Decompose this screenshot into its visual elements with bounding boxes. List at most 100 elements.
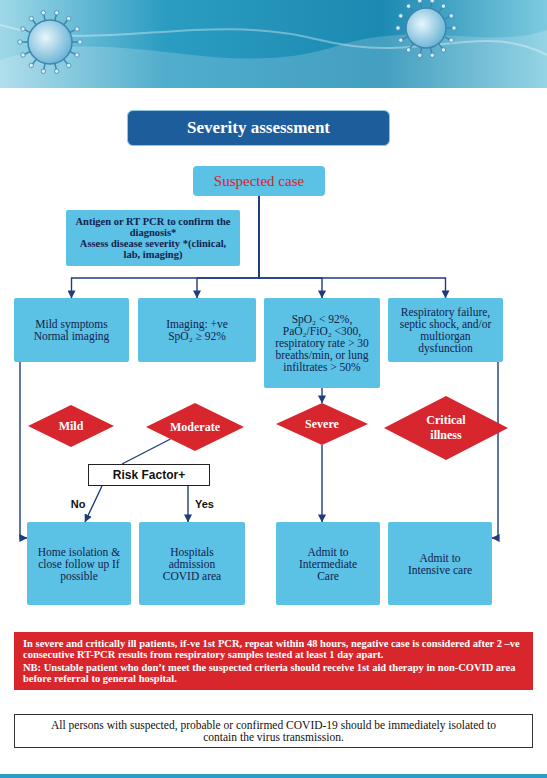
connector-arrow bbox=[492, 362, 498, 538]
virus-spike bbox=[399, 14, 403, 18]
virus-spike bbox=[18, 40, 22, 44]
virus-spike bbox=[75, 53, 79, 57]
text-group: Severity assessment bbox=[187, 118, 330, 138]
text-group: SpO₂ < 92%, PaO₂/FiO₂ <300, respiratory … bbox=[269, 313, 375, 373]
virus-icon bbox=[18, 11, 82, 74]
virus-spike bbox=[41, 69, 45, 73]
edge-label: No bbox=[70, 498, 87, 511]
box-text: NB: Unstable patient who don’t meet the … bbox=[23, 662, 524, 684]
virus-spike bbox=[406, 4, 410, 8]
virus-spike bbox=[430, 53, 434, 57]
header-banner bbox=[0, 0, 547, 88]
box-text: Antigen or RT PCR to confirm the diagnos… bbox=[72, 216, 234, 238]
text-group: Suspected case bbox=[214, 173, 304, 190]
text-group: Severe bbox=[305, 417, 339, 432]
outcome-box: Home isolation & close follow up If poss… bbox=[27, 522, 131, 605]
connector-arrow bbox=[122, 439, 171, 464]
text-group: Risk Factor+ bbox=[113, 468, 185, 482]
text-group: Admit to Intermediate Care bbox=[292, 546, 364, 582]
decision-diamond: Moderate bbox=[146, 403, 244, 451]
connector-arrow bbox=[85, 486, 102, 522]
process-box: Mild symptoms Normal imaging bbox=[14, 298, 129, 362]
virus-spike bbox=[67, 63, 71, 67]
virus-spike bbox=[418, 0, 422, 3]
decision-diamond: Severe bbox=[276, 403, 368, 445]
box-text: Severity assessment bbox=[187, 118, 330, 138]
virus-spike bbox=[54, 69, 58, 73]
text-group: Imaging: +ve SpO₂ ≥ 92% bbox=[157, 318, 237, 342]
box-text: Hospitals admission COVID area bbox=[150, 546, 235, 582]
outcome-box: Hospitals admission COVID area bbox=[139, 522, 245, 605]
virus-spike bbox=[452, 26, 456, 30]
virus-spike bbox=[54, 11, 58, 15]
note-box: Antigen or RT PCR to confirm the diagnos… bbox=[66, 210, 240, 266]
decision-diamond: Critical illness bbox=[384, 396, 508, 460]
box-text: Risk Factor+ bbox=[113, 468, 185, 482]
box-text: Respiratory failure, septic shock, and/o… bbox=[393, 306, 498, 354]
text-group: Admit to Intensive care bbox=[400, 552, 480, 576]
text-group: Home isolation & close follow up If poss… bbox=[32, 546, 126, 582]
text-group: Mild symptoms Normal imaging bbox=[27, 318, 117, 342]
banner-wave bbox=[0, 25, 547, 55]
box-text: In severe and critically ill patients, i… bbox=[23, 638, 524, 660]
virus-spike bbox=[396, 26, 400, 30]
virus-spike bbox=[29, 63, 33, 67]
box-text: Imaging: +ve SpO₂ ≥ 92% bbox=[157, 318, 237, 342]
text-group: Antigen or RT PCR to confirm the diagnos… bbox=[72, 216, 234, 260]
virus-spike bbox=[75, 27, 79, 31]
text-group: Hospitals admission COVID area bbox=[150, 546, 235, 582]
decision-label: Mild bbox=[59, 419, 84, 434]
virus-spike bbox=[430, 0, 434, 3]
text-group: Critical illness bbox=[420, 413, 472, 443]
virus-spike bbox=[441, 4, 445, 8]
outcome-box: Admit to Intensive care bbox=[388, 522, 492, 605]
warning-band: In severe and critically ill patients, i… bbox=[14, 632, 533, 690]
virus-spike bbox=[29, 16, 33, 20]
connector-arrow bbox=[259, 196, 322, 298]
text-group: Mild bbox=[59, 419, 84, 434]
connector-arrow bbox=[321, 388, 322, 403]
decision-box: Risk Factor+ bbox=[88, 464, 210, 486]
edge-label: Yes bbox=[194, 498, 215, 511]
decision-label: Severe bbox=[305, 417, 339, 432]
virus-spike bbox=[78, 40, 82, 44]
text-group: In severe and critically ill patients, i… bbox=[23, 638, 524, 684]
box-text: SpO₂ < 92%, PaO₂/FiO₂ <300, respiratory … bbox=[269, 313, 375, 373]
decision-label: Critical illness bbox=[420, 413, 472, 443]
process-box: Respiratory failure, septic shock, and/o… bbox=[388, 298, 503, 362]
footer-note: All persons with suspected, probable or … bbox=[14, 714, 533, 748]
virus-spike bbox=[41, 11, 45, 15]
box-text: Assess disease severity *(clinical, lab,… bbox=[72, 238, 234, 260]
banner-wave bbox=[0, 30, 547, 88]
virus-spike bbox=[67, 16, 71, 20]
virus-spike bbox=[449, 38, 453, 42]
process-box: SpO₂ < 92%, PaO₂/FiO₂ <300, respiratory … bbox=[264, 298, 380, 388]
title-box: Severity assessment bbox=[127, 110, 390, 146]
outcome-box: Admit to Intermediate Care bbox=[276, 522, 380, 605]
virus-spike bbox=[449, 14, 453, 18]
box-text: Suspected case bbox=[214, 173, 304, 190]
box-text: Admit to Intermediate Care bbox=[292, 546, 364, 582]
text-group: Moderate bbox=[170, 420, 220, 435]
decision-diamond: Mild bbox=[28, 405, 114, 447]
text-group: All persons with suspected, probable or … bbox=[39, 719, 509, 743]
virus-spike bbox=[406, 48, 410, 52]
connector-arrow bbox=[259, 196, 446, 298]
virus-spike bbox=[21, 53, 25, 57]
virus-icon bbox=[396, 0, 456, 57]
start-box: Suspected case bbox=[193, 166, 325, 196]
box-text: Home isolation & close follow up If poss… bbox=[32, 546, 126, 582]
virus-spike bbox=[21, 27, 25, 31]
virus-spike bbox=[418, 53, 422, 57]
connector-arrow bbox=[321, 445, 322, 522]
banner-ground bbox=[0, 0, 547, 88]
process-box: Imaging: +ve SpO₂ ≥ 92% bbox=[138, 298, 256, 362]
virus-spike bbox=[441, 48, 445, 52]
virus-spike bbox=[399, 38, 403, 42]
box-text: Mild symptoms Normal imaging bbox=[27, 318, 117, 342]
decision-label: Moderate bbox=[170, 420, 220, 435]
box-text: All persons with suspected, probable or … bbox=[39, 719, 509, 743]
footer-rule bbox=[0, 774, 547, 778]
text-group: Respiratory failure, septic shock, and/o… bbox=[393, 306, 498, 354]
